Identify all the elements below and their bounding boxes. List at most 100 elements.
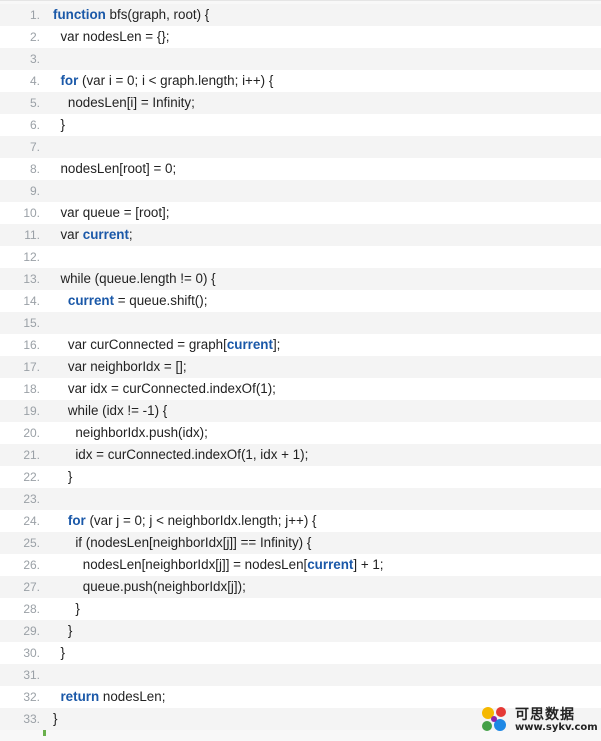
code-token: ] + 1; xyxy=(353,557,384,572)
line-code: nodesLen[root] = 0; xyxy=(53,158,601,180)
code-line: 7. xyxy=(0,136,601,158)
line-number: 16. xyxy=(23,338,40,352)
line-number: 31. xyxy=(23,668,40,682)
line-code: var curConnected = graph[current]; xyxy=(53,334,601,356)
line-code: } xyxy=(53,620,601,642)
code-keyword: for xyxy=(67,513,86,528)
line-code: } xyxy=(53,642,601,664)
code-line: 19. while (idx != -1) { xyxy=(0,400,601,422)
code-token: while (queue.length != 0) { xyxy=(53,271,216,286)
code-line: 24. for (var j = 0; j < neighborIdx.leng… xyxy=(0,510,601,532)
code-token: ; xyxy=(128,227,133,242)
line-number: 13. xyxy=(23,272,40,286)
line-code: while (idx != -1) { xyxy=(53,400,601,422)
code-line: 16. var curConnected = graph[current]; xyxy=(0,334,601,356)
code-token xyxy=(53,513,68,528)
line-number: 28. xyxy=(23,602,40,616)
code-keyword: return xyxy=(60,689,100,704)
line-number: 1. xyxy=(29,8,40,22)
line-code: function bfs(graph, root) { xyxy=(53,4,601,26)
line-code: for (var i = 0; i < graph.length; i++) { xyxy=(53,70,601,92)
code-token: } xyxy=(53,469,73,484)
line-code: current = queue.shift(); xyxy=(53,290,601,312)
code-line: 12. xyxy=(0,246,601,268)
code-line: 22. } xyxy=(0,466,601,488)
code-line: 4. for (var i = 0; i < graph.length; i++… xyxy=(0,70,601,92)
code-line: 26. nodesLen[neighborIdx[j]] = nodesLen[… xyxy=(0,554,601,576)
line-number: 12. xyxy=(23,250,40,264)
line-number: 7. xyxy=(29,140,40,154)
line-number: 14. xyxy=(23,294,40,308)
code-line: 11. var current; xyxy=(0,224,601,246)
code-line: 23. xyxy=(0,488,601,510)
line-code: } xyxy=(53,466,601,488)
line-number: 9. xyxy=(29,184,40,198)
code-token: bfs(graph, root) { xyxy=(105,7,210,22)
code-line: 18. var idx = curConnected.indexOf(1); xyxy=(0,378,601,400)
code-highlight: current xyxy=(307,557,354,572)
line-number: 26. xyxy=(23,558,40,572)
line-number: 15. xyxy=(23,316,40,330)
code-line: 8. nodesLen[root] = 0; xyxy=(0,158,601,180)
line-code: queue.push(neighborIdx[j]); xyxy=(53,576,601,598)
code-line: 25. if (nodesLen[neighborIdx[j]] == Infi… xyxy=(0,532,601,554)
code-token: var xyxy=(53,227,83,242)
code-line: 28. } xyxy=(0,598,601,620)
code-token: (var i = 0; i < graph.length; i++) { xyxy=(78,73,274,88)
line-number: 11. xyxy=(24,228,40,242)
code-line: 3. xyxy=(0,48,601,70)
line-code: var queue = [root]; xyxy=(53,202,601,224)
line-number: 25. xyxy=(23,536,40,550)
line-number: 4. xyxy=(29,74,40,88)
line-number: 5. xyxy=(29,96,40,110)
code-line: 21. idx = curConnected.indexOf(1, idx + … xyxy=(0,444,601,466)
code-line: 31. xyxy=(0,664,601,686)
code-keyword: for xyxy=(60,73,79,88)
colorful-dots-logo-icon xyxy=(482,707,506,731)
code-highlight: current xyxy=(67,293,115,308)
line-code: var idx = curConnected.indexOf(1); xyxy=(53,378,601,400)
code-token: if (nodesLen[neighborIdx[j]] == Infinity… xyxy=(53,535,312,550)
code-line: 5. nodesLen[i] = Infinity; xyxy=(0,92,601,114)
line-number: 32. xyxy=(23,690,40,704)
code-token: } xyxy=(53,711,58,726)
line-number: 3. xyxy=(29,52,40,66)
code-token: var idx = curConnected.indexOf(1); xyxy=(53,381,276,396)
code-token: (var j = 0; j < neighborIdx.length; j++)… xyxy=(85,513,317,528)
code-token: nodesLen; xyxy=(99,689,166,704)
line-number: 24. xyxy=(23,514,40,528)
line-code: nodesLen[neighborIdx[j]] = nodesLen[curr… xyxy=(53,554,601,576)
line-number: 8. xyxy=(29,162,40,176)
line-code: var current; xyxy=(53,224,601,246)
code-token: idx = curConnected.indexOf(1, idx + 1); xyxy=(53,447,309,462)
code-token: var queue = [root]; xyxy=(53,205,170,220)
code-line: 13. while (queue.length != 0) { xyxy=(0,268,601,290)
line-number: 27. xyxy=(23,580,40,594)
line-code: } xyxy=(53,598,601,620)
line-code: return nodesLen; xyxy=(53,686,601,708)
code-token: } xyxy=(53,601,80,616)
code-line: 15. xyxy=(0,312,601,334)
code-token: ]; xyxy=(272,337,281,352)
code-lines: 1.function bfs(graph, root) {2. var node… xyxy=(0,4,601,730)
watermark-title: 可思数据 xyxy=(515,707,575,723)
code-token: queue.push(neighborIdx[j]); xyxy=(53,579,246,594)
code-token: nodesLen[i] = Infinity; xyxy=(53,95,195,110)
line-number: 22. xyxy=(23,470,40,484)
line-number: 6. xyxy=(29,118,40,132)
code-token: nodesLen[root] = 0; xyxy=(53,161,177,176)
code-token: } xyxy=(53,623,73,638)
line-number: 17. xyxy=(23,360,40,374)
line-code: idx = curConnected.indexOf(1, idx + 1); xyxy=(53,444,601,466)
watermark-url: www.sykv.com xyxy=(515,722,598,733)
line-number: 2. xyxy=(29,30,40,44)
line-code: while (queue.length != 0) { xyxy=(53,268,601,290)
line-number: 19. xyxy=(23,404,40,418)
code-token xyxy=(53,293,68,308)
line-number: 23. xyxy=(23,492,40,506)
code-line: 30. } xyxy=(0,642,601,664)
code-line: 2. var nodesLen = {}; xyxy=(0,26,601,48)
line-code: nodesLen[i] = Infinity; xyxy=(53,92,601,114)
code-line: 27. queue.push(neighborIdx[j]); xyxy=(0,576,601,598)
